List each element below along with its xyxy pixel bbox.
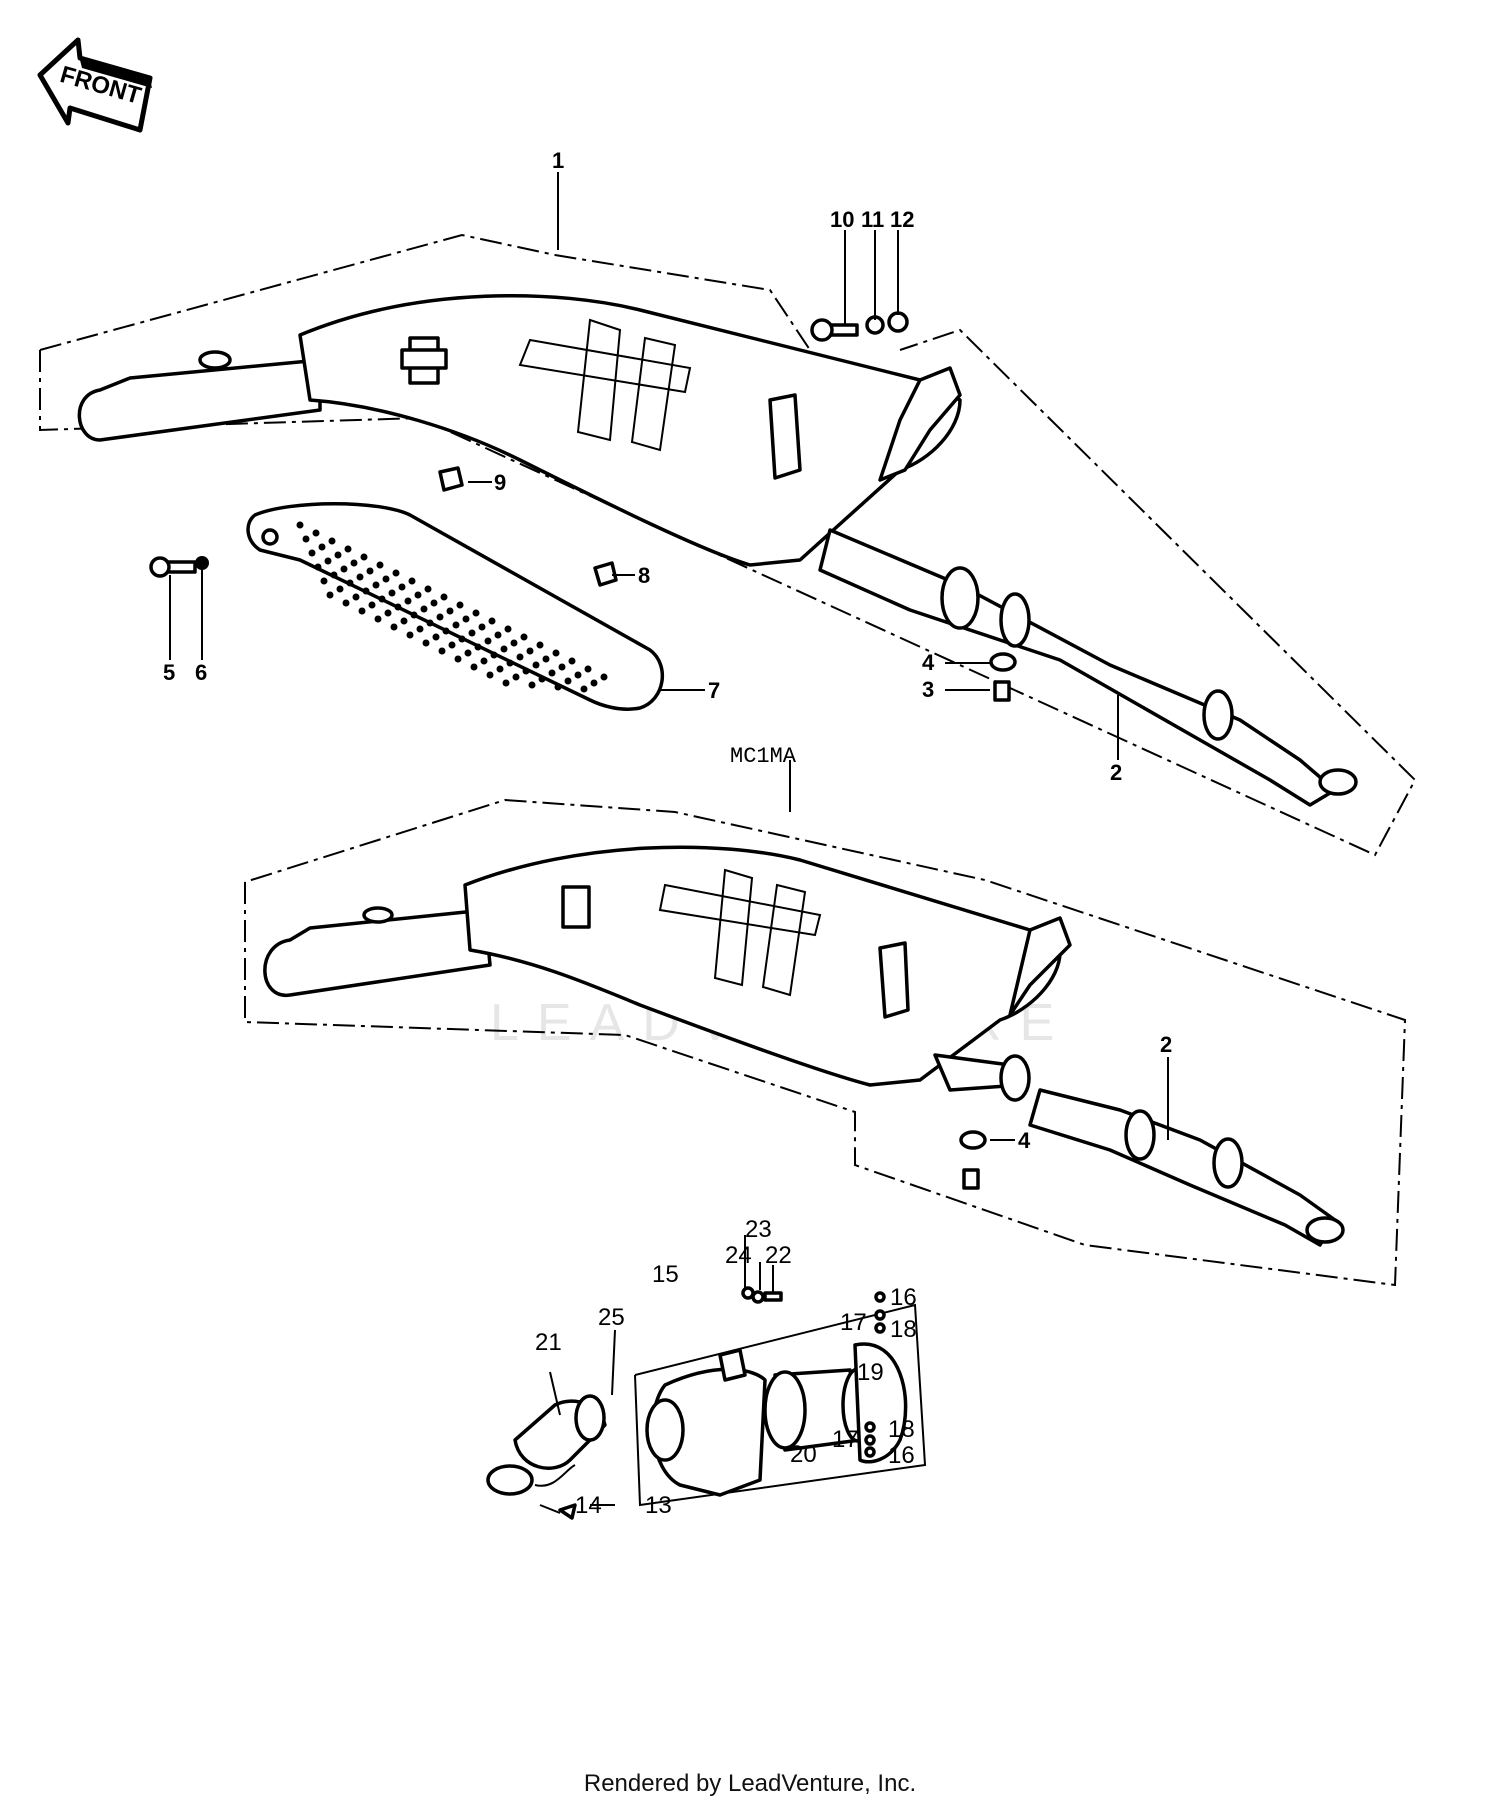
cap-13 xyxy=(486,1464,534,1496)
bolt-lower-icon xyxy=(962,1168,980,1190)
end-cap-19 xyxy=(853,1342,908,1464)
callout-5: 5 xyxy=(163,660,175,685)
front-arrow-icon: FRONT xyxy=(37,37,153,133)
callout-21: 21 xyxy=(535,1329,562,1356)
callout-17-top: 17 xyxy=(840,1309,867,1336)
lockwasher-6-icon xyxy=(195,556,209,570)
callout-4-lower: 4 xyxy=(1018,1128,1031,1153)
nut-4-lower-icon xyxy=(959,1130,987,1150)
callout-2-upper: 2 xyxy=(1110,760,1122,785)
model-label: MC1MA xyxy=(730,744,797,769)
callout-24: 24 xyxy=(725,1242,752,1269)
washer-12-icon xyxy=(887,311,909,333)
tail-pipe-2 xyxy=(818,528,1337,807)
heat-guard-7 xyxy=(246,502,665,711)
small-screws-16-18 xyxy=(741,1286,886,1458)
callout-17-bottom: 17 xyxy=(832,1426,859,1453)
bolt-3-icon xyxy=(993,680,1011,702)
nut-4-upper-icon xyxy=(989,652,1017,672)
callout-11: 11 xyxy=(861,207,884,232)
spark-arrester-assembly xyxy=(486,1286,927,1520)
callout-3: 3 xyxy=(922,677,934,702)
callout-18-bottom: 18 xyxy=(888,1416,915,1443)
callout-20: 20 xyxy=(790,1441,817,1468)
callout-19: 19 xyxy=(857,1359,884,1386)
leader-lines xyxy=(169,172,1169,1514)
lower-muffler-assembly xyxy=(244,760,1407,1287)
callout-10: 10 xyxy=(830,207,854,232)
callout-8: 8 xyxy=(638,563,650,588)
muffler-body-lower xyxy=(463,845,1062,1087)
callouts: 1 10 11 12 9 8 5 6 7 4 3 2 MC1MA 2 4 23 … xyxy=(163,148,1172,1519)
clip-8-icon xyxy=(593,561,618,587)
callout-1: 1 xyxy=(552,148,564,173)
exhaust-head-pipe xyxy=(77,358,322,442)
screw-5-icon xyxy=(149,556,197,578)
screw-10-icon xyxy=(810,318,859,342)
clip-9-icon xyxy=(438,466,464,492)
tail-pipe-lower xyxy=(1028,1088,1337,1247)
callout-23: 23 xyxy=(745,1216,772,1243)
upper-muffler-assembly xyxy=(39,233,1417,857)
callout-9: 9 xyxy=(494,470,506,495)
callout-18-top: 18 xyxy=(890,1316,917,1343)
exhaust-head-pipe-lower xyxy=(263,908,492,997)
muffler-body-1 xyxy=(298,293,962,567)
callout-7: 7 xyxy=(708,678,720,703)
callout-2-lower: 2 xyxy=(1160,1032,1172,1057)
callout-22: 22 xyxy=(765,1242,792,1269)
callout-12: 12 xyxy=(890,207,914,232)
callout-4-upper: 4 xyxy=(922,650,935,675)
callout-14: 14 xyxy=(575,1492,602,1519)
callout-13: 13 xyxy=(645,1492,672,1519)
callout-15: 15 xyxy=(652,1261,679,1288)
callout-16-bottom: 16 xyxy=(888,1442,915,1469)
heat-guard-perforations xyxy=(296,521,608,693)
callout-6: 6 xyxy=(195,660,207,685)
footer-credit: Rendered by LeadVenture, Inc. xyxy=(583,1770,917,1797)
callout-25: 25 xyxy=(598,1304,625,1331)
callout-16-top: 16 xyxy=(890,1284,917,1311)
